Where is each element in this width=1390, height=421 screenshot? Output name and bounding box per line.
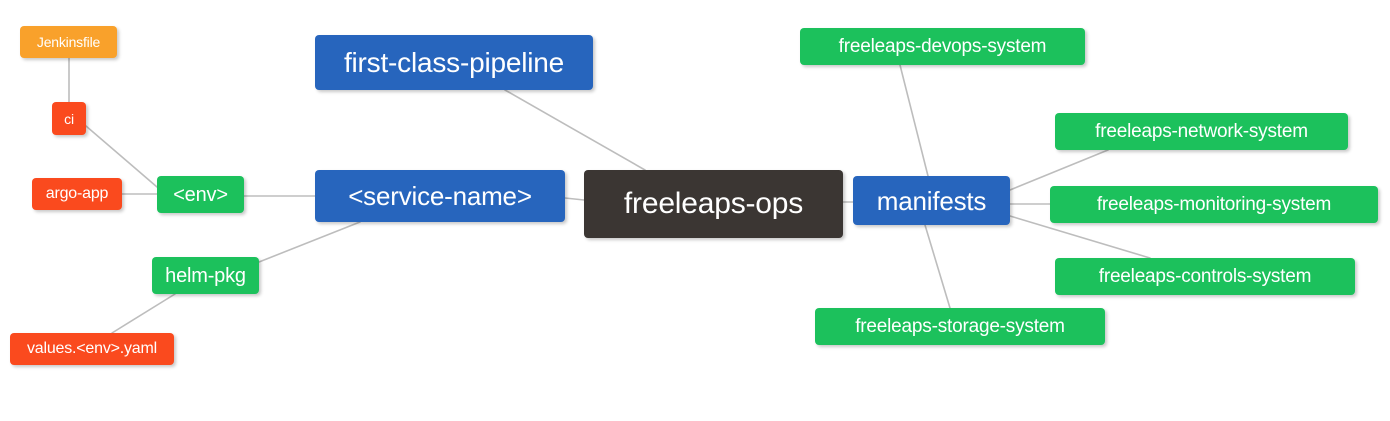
node-label-helm-pkg: helm-pkg <box>165 264 246 287</box>
node-label-freeleaps-storage-system: freeleaps-storage-system <box>855 316 1065 337</box>
edge-service-name-to-helm-pkg <box>258 221 361 263</box>
node-label-first-class-pipeline: first-class-pipeline <box>343 46 565 78</box>
node-freeleaps-controls-system[interactable]: freeleaps-controls-system <box>1055 258 1355 295</box>
edge-manifests-to-freeleaps-network-system <box>1009 149 1109 191</box>
node-label-argo-app: argo-app <box>45 185 109 202</box>
node-label-env: <env> <box>173 183 228 206</box>
edge-manifests-to-freeleaps-devops-system <box>899 64 929 177</box>
node-first-class-pipeline[interactable]: first-class-pipeline <box>315 35 593 90</box>
node-label-freeleaps-controls-system: freeleaps-controls-system <box>1098 266 1312 287</box>
edge-first-class-pipeline-to-freeleaps-ops <box>504 89 646 171</box>
edge-ci-to-env <box>85 125 158 188</box>
node-freeleaps-network-system[interactable]: freeleaps-network-system <box>1055 113 1348 150</box>
node-label-freeleaps-devops-system: freeleaps-devops-system <box>838 36 1047 57</box>
node-label-freeleaps-network-system: freeleaps-network-system <box>1095 121 1308 142</box>
node-freeleaps-devops-system[interactable]: freeleaps-devops-system <box>800 28 1085 65</box>
node-Jenkinsfile[interactable]: Jenkinsfile <box>20 26 117 58</box>
node-label-freeleaps-ops: freeleaps-ops <box>623 187 804 220</box>
edge-service-name-to-freeleaps-ops <box>564 197 585 201</box>
edge-helm-pkg-to-values-env-yaml <box>111 293 176 334</box>
edge-manifests-to-freeleaps-controls-system <box>1009 215 1151 259</box>
node-label-freeleaps-monitoring-system: freeleaps-monitoring-system <box>1096 194 1332 215</box>
node-label-manifests: manifests <box>876 185 987 216</box>
node-freeleaps-monitoring-system[interactable]: freeleaps-monitoring-system <box>1050 186 1378 223</box>
node-label-service-name: <service-name> <box>348 181 532 211</box>
node-freeleaps-storage-system[interactable]: freeleaps-storage-system <box>815 308 1105 345</box>
node-helm-pkg[interactable]: helm-pkg <box>152 257 259 294</box>
node-label-values-env-yaml: values.<env>.yaml <box>26 340 157 357</box>
node-manifests[interactable]: manifests <box>853 176 1010 225</box>
node-ci[interactable]: ci <box>52 102 86 135</box>
node-freeleaps-ops[interactable]: freeleaps-ops <box>584 170 843 238</box>
node-env[interactable]: <env> <box>157 176 244 213</box>
node-label-Jenkinsfile: Jenkinsfile <box>36 34 101 50</box>
node-label-ci: ci <box>64 110 74 127</box>
node-argo-app[interactable]: argo-app <box>32 178 122 210</box>
node-values-env-yaml[interactable]: values.<env>.yaml <box>10 333 174 365</box>
node-service-name[interactable]: <service-name> <box>315 170 565 222</box>
edge-manifests-to-freeleaps-storage-system <box>924 224 951 309</box>
